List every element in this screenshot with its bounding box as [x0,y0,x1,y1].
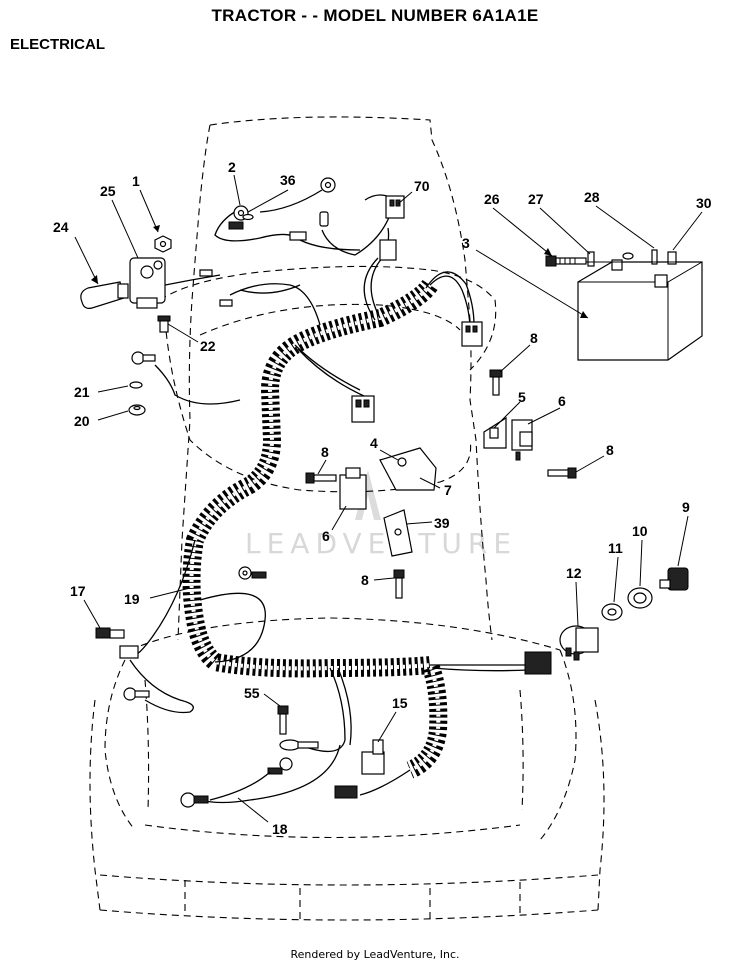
ring-terminal-36 [259,177,336,213]
tractor-outline [89,116,605,921]
callout-numbers: 1 25 24 2 36 70 26 27 28 30 3 22 21 20 8… [53,159,712,837]
bolt-8-left [305,472,337,484]
terminal-boot [80,281,129,309]
callout-3: 3 [462,235,470,251]
callout-28: 28 [584,189,600,205]
bolt-8-lower [393,569,405,599]
callout-18: 18 [272,821,288,837]
callout-4: 4 [370,435,378,451]
switch-6-left [339,467,367,510]
callout-22: 22 [200,338,216,354]
bolt-8-upper [489,369,503,396]
switch-6-right [511,419,533,461]
bolt-8-right [547,467,577,479]
fuse-holder-17 [95,627,139,659]
callout-12: 12 [566,565,582,581]
callout-21: 21 [74,384,90,400]
battery-terminals [586,249,690,267]
harness-connector-right [524,651,552,675]
callout-17: 17 [70,583,86,599]
seat-switch-15 [334,739,385,799]
callout-19: 19 [124,591,140,607]
key-9 [659,567,689,591]
wires [129,194,530,804]
callout-11: 11 [608,540,623,556]
nut-11 [601,603,623,621]
watermark-text: LEADVENTURE [245,527,517,560]
section-title: ELECTRICAL [10,36,105,53]
callout-27: 27 [528,191,544,207]
battery [577,259,703,361]
lock-washer-21 [129,381,143,389]
ring-terminal-22 [131,351,156,365]
callout-8-left: 8 [321,444,329,460]
leader-lines [74,174,703,823]
switch-5 [483,416,507,449]
bracket-39 [383,509,413,557]
callout-36: 36 [280,172,296,188]
callout-9: 9 [682,499,690,515]
bezel-10 [627,587,653,609]
callout-2: 2 [228,159,236,175]
callout-6-right: 6 [558,393,566,409]
connector-70 [379,195,405,261]
callout-5: 5 [518,389,526,405]
callout-1: 1 [132,173,140,189]
lamp-socket [199,269,233,307]
harness-connector-center [351,395,375,423]
callout-20: 20 [74,413,90,429]
callout-70: 70 [414,178,430,194]
ground-wire-2 [228,205,254,230]
callout-8-lower: 8 [361,572,369,588]
battery-bolt-26 [545,255,587,267]
callout-55: 55 [244,685,260,701]
bolt-55 [277,705,289,735]
callout-30: 30 [696,195,712,211]
callout-8-upper: 8 [530,330,538,346]
bullet-connector [289,211,329,241]
callout-7: 7 [444,482,452,498]
ignition-switch-12 [559,625,599,661]
callout-24: 24 [53,219,69,235]
page-title: TRACTOR - - MODEL NUMBER 6A1A1E [211,6,539,25]
nut-1 [154,235,172,253]
callout-39: 39 [434,515,450,531]
ground-wire-18 [180,739,319,808]
starter-solenoid [129,257,166,309]
nut-20 [128,404,146,416]
callout-6-left: 6 [322,528,330,544]
callout-8-right: 8 [606,442,614,458]
bolt-22 [157,315,171,333]
callout-25: 25 [100,183,116,199]
callout-26: 26 [484,191,500,207]
ring-terminal-lower-left [123,687,150,701]
harness-connector-upper [461,321,483,347]
ring-terminal-19 [238,566,267,580]
leader-arrowheads [91,225,588,318]
callout-10: 10 [632,523,648,539]
callout-15: 15 [392,695,408,711]
footer-credit: Rendered by LeadVenture, Inc. [290,948,460,961]
